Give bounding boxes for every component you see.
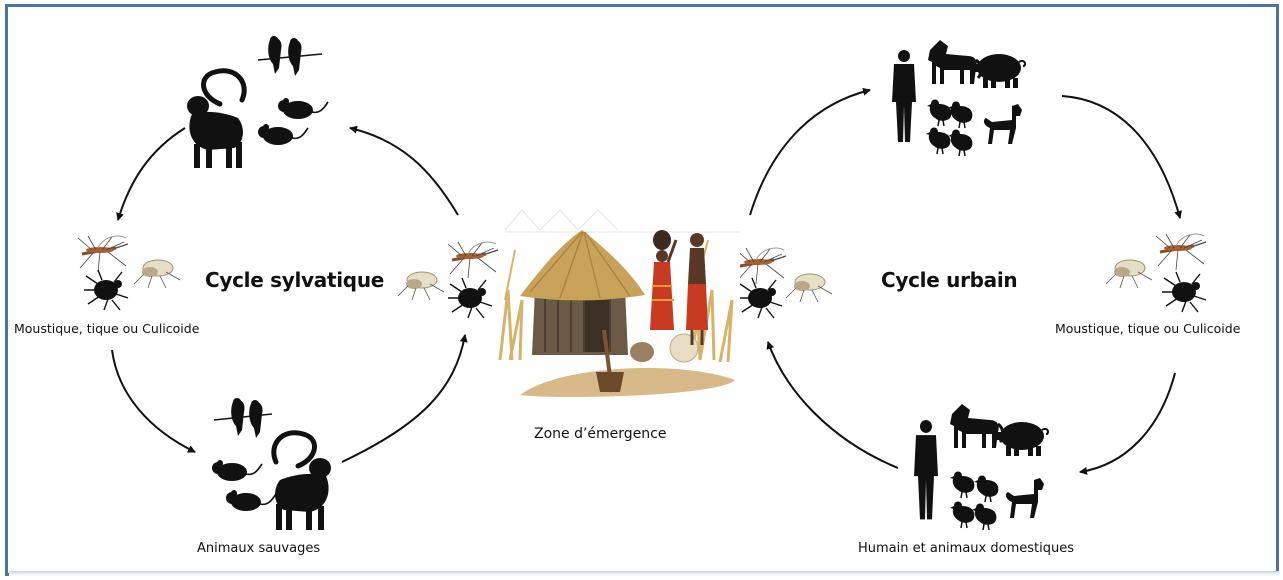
hut-icon <box>498 209 740 405</box>
mosquito-icon <box>76 234 130 274</box>
tick-icon <box>1161 271 1207 313</box>
culicoides-icon <box>1105 259 1153 289</box>
vectors-left <box>76 234 181 311</box>
arrow-wild-bottom-to-vector <box>341 334 468 463</box>
wild-animals-bottom <box>211 398 331 530</box>
man-figure <box>686 233 708 345</box>
dog-icon <box>1005 478 1044 518</box>
human-icon <box>892 50 916 142</box>
arrow-wild-top-to-vector <box>116 127 186 221</box>
dog-icon <box>983 104 1022 144</box>
domestic-label: Humain et animaux domestiques <box>858 541 1074 556</box>
emergence-zone-label: Zone d’émergence <box>534 426 667 442</box>
monkey-icon <box>187 71 244 168</box>
sylvatic-cycle-title: Cycle sylvatique <box>205 268 385 292</box>
wild-animals-top <box>187 36 329 168</box>
pig-icon <box>972 53 1027 89</box>
arrow-vector-to-domestic-bottom <box>1079 372 1176 475</box>
rat-icon <box>211 459 263 482</box>
vectors-right <box>1105 232 1208 313</box>
arrow-hut-to-domestic-top <box>749 87 871 216</box>
cycle-arrows <box>111 87 1183 475</box>
mosquito-icon <box>734 246 788 286</box>
chicken-icon <box>971 502 998 531</box>
culicoides-icon <box>133 259 181 289</box>
horse-icon <box>948 402 1005 450</box>
chicken-icon <box>926 98 953 127</box>
chicken-icon <box>973 474 1000 503</box>
chicken-icon <box>949 500 976 529</box>
urban-cycle-title: Cycle urbain <box>881 268 1018 292</box>
rat-icon <box>257 123 309 146</box>
domestic-animals-top <box>892 38 1027 157</box>
pig-icon <box>995 421 1050 457</box>
frame-shadow <box>9 571 1279 576</box>
horse-icon <box>926 38 983 86</box>
rat-icon <box>277 97 329 120</box>
bird-icon <box>249 400 263 438</box>
wild-animals-label: Animaux sauvages <box>197 541 321 556</box>
arrow-hut-to-wild-top <box>349 125 459 216</box>
monkey-icon <box>274 433 331 530</box>
vectors-center-right <box>734 246 833 319</box>
rat-icon <box>225 489 277 512</box>
domestic-animals-bottom <box>914 402 1050 531</box>
arrow-domestic-top-to-vector <box>1061 95 1183 219</box>
chicken-icon <box>947 128 974 157</box>
bird-icon <box>268 36 282 74</box>
tick-icon <box>447 277 493 319</box>
chicken-icon <box>947 100 974 129</box>
arrow-domestic-bottom-to-hut <box>766 341 899 469</box>
mosquito-icon <box>446 240 500 280</box>
culicoides-icon <box>785 273 833 303</box>
chicken-icon <box>949 470 976 499</box>
vector-label-right: Moustique, tique ou Culicoide <box>1055 321 1241 336</box>
mosquito-icon <box>1154 232 1208 272</box>
woman-figure <box>650 230 678 330</box>
arrow-vector-to-wild-bottom <box>111 349 196 453</box>
vectors-center-left <box>397 240 500 319</box>
culicoides-icon <box>397 271 445 301</box>
human-icon <box>914 420 938 520</box>
vector-label-left: Moustique, tique ou Culicoide <box>14 321 200 336</box>
tick-icon <box>737 277 783 319</box>
tick-icon <box>83 269 129 311</box>
chicken-icon <box>925 126 952 155</box>
